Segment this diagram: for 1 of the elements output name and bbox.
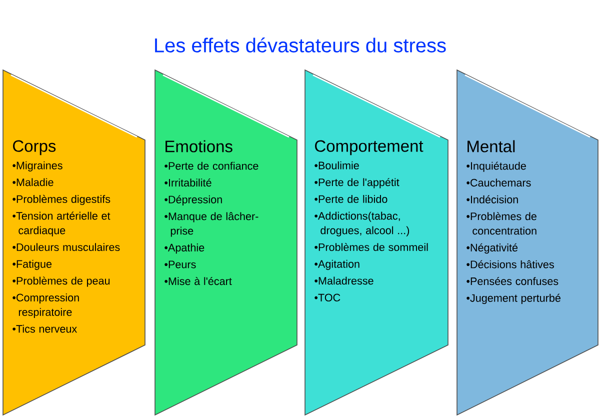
title: Les effets dévastateurs du stress — [155, 38, 446, 52]
